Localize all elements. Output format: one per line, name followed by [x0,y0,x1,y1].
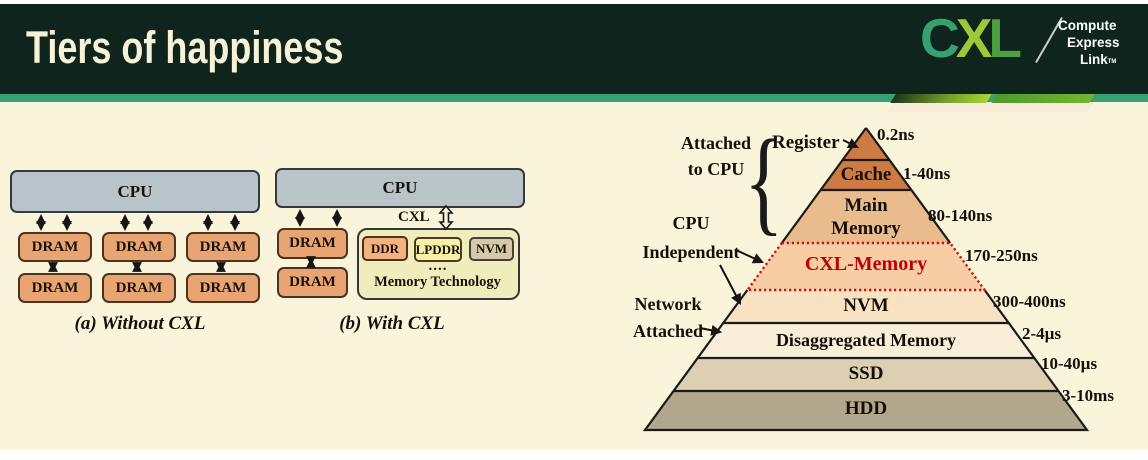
dram-box: DRAM [18,273,92,303]
dram-box: DRAM [18,232,92,262]
latency-hdd: 3-10ms [1062,386,1114,405]
dram-box: DRAM [102,232,176,262]
trademark-symbol: TM [1107,59,1117,65]
memory-technology-dots: .... [428,258,448,274]
tier-label-hdd: HDD [844,398,888,419]
latency-disaggregated: 2-4µs [1022,324,1062,343]
slide-title: Tiers of happiness [26,22,344,73]
caption-with-cxl: (b) With CXL [339,313,445,334]
memory-technology-label: Memory Technology [374,274,501,290]
cpu-box-with-cxl: CPU [275,168,525,208]
logo-swoosh-segment-2 [991,94,1095,103]
latency-register: 0.2ns [877,125,915,144]
dram-box: DRAM [277,267,348,298]
header-accent-stripe [0,94,1148,102]
tier-label-cxl-memory: CXL-Memory [804,253,928,275]
latency-ssd: 10-40µs [1041,354,1098,373]
nvm-module-box: NVM [469,237,514,261]
tier-label-disaggregated: Disaggregated Memory [775,330,957,350]
tagline-line-3: LinkTM [1080,52,1117,67]
latency-cxl-memory: 170-250ns [965,246,1038,265]
top-strip [0,0,1148,4]
dram-box: DRAM [102,273,176,303]
tagline-line-2: Express [1067,35,1120,50]
cxl-logo: CXL [920,11,1022,66]
latency-cache: 1-40ns [903,164,951,183]
caption-without-cxl: (a) Without CXL [74,313,206,334]
slide-header [0,4,1148,94]
register-label: Register [772,132,840,153]
cxl-logo-letter-l: L [988,7,1022,69]
cxl-logo-letter-c: C [920,7,960,69]
ddr-module-box: DDR [362,236,408,261]
logo-swoosh-segment-3 [887,103,1093,112]
bottom-strip [0,450,1148,460]
cpu-independent-label: CPU Independent [642,213,740,262]
network-attached-label: Network Attached [633,294,703,341]
latency-main-memory: 80-140ns [928,206,993,225]
attached-to-cpu-brace: { [744,115,784,246]
cpu-box-without-cxl: CPU [10,170,260,213]
tier-label-nvm: NVM [843,295,889,316]
dram-box: DRAM [186,273,260,303]
tagline-line-1: Compute [1058,18,1117,33]
lpddr-module-box: LPDDR [414,237,462,262]
tier-label-main-memory: Main Memory [831,195,901,239]
cxl-link-label: CXL [398,209,430,225]
cxl-logo-tagline: Compute Express LinkTM [1058,17,1120,71]
tier-label-ssd: SSD [848,363,884,384]
dram-box: DRAM [277,228,348,259]
cxl-logo-letter-x: X [955,7,993,69]
latency-nvm: 300-400ns [993,292,1066,311]
attached-to-cpu-label: Attached to CPU [681,133,751,179]
dram-box: DRAM [186,232,260,262]
tier-label-cache: Cache [840,164,892,185]
logo-swoosh-segment-1 [890,94,992,103]
